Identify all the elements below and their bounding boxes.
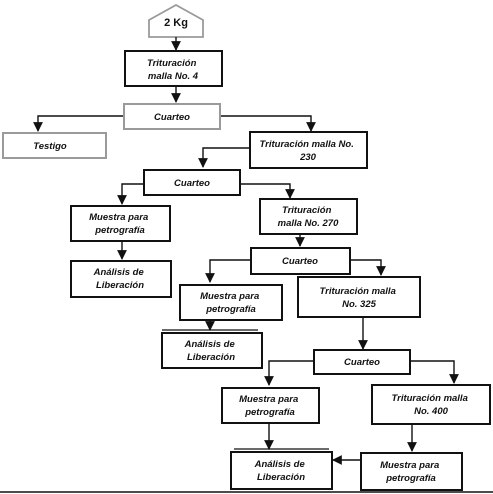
svg-text:Trituración malla No. 27: Trituración malla No. 270 <box>278 205 339 229</box>
node-trituracion-325: Trituración malla No. 325 <box>297 276 421 318</box>
svg-text:Análisis de Liberación: Análisis de Liberación <box>254 459 308 483</box>
svg-text:Muestra para petrografía: Muestra para petrografía <box>200 291 262 315</box>
svg-text:Cuarteo: Cuarteo <box>174 178 210 189</box>
node-label-line: Muestra para <box>89 212 148 223</box>
node-label-line: Cuarteo <box>174 178 210 189</box>
node-label-line: petrografía <box>205 304 256 315</box>
node-trituracion-400: Trituración malla No. 400 <box>371 384 491 425</box>
node-label-line: malla No. 270 <box>278 218 339 229</box>
node-label-line: Cuarteo <box>154 112 190 123</box>
arrow-cuarteo-2-to-muestra-1 <box>117 183 144 205</box>
start-node: 2 Kg <box>148 3 204 38</box>
node-analisis-1: Análisis de Liberación <box>70 260 172 298</box>
svg-text:Cuarteo: Cuarteo <box>154 112 190 123</box>
node-label-line: Muestra para <box>380 460 439 471</box>
node-trituracion-270: Trituración malla No. 270 <box>259 198 358 235</box>
node-cuarteo-3: Cuarteo <box>250 247 351 275</box>
svg-text:Muestra para petrografía: Muestra para petrografía <box>239 394 301 418</box>
arrow-trituracion-230-to-cuarteo-2 <box>198 147 250 168</box>
svg-text:Muestra para petrografía: Muestra para petrografía <box>380 460 442 484</box>
node-label-line: Cuarteo <box>282 256 318 267</box>
node-label-line: Testigo <box>33 141 67 152</box>
node-label-line: Trituración <box>147 58 197 69</box>
node-label-line: petrografía <box>94 225 145 236</box>
start-label: 2 Kg <box>164 17 188 29</box>
node-analisis-3: Análisis de Liberación <box>230 448 333 490</box>
node-analisis-2: Análisis de Liberación <box>161 329 263 369</box>
node-muestra-3: Muestra para petrografía <box>221 387 320 424</box>
node-label-line: Trituración <box>282 205 332 216</box>
node-label-line: Trituración malla <box>319 286 395 297</box>
svg-text:Trituración malla No. 4: Trituración malla No. 4 <box>147 58 199 82</box>
arrow-cuarteo-4-to-trituracion-400 <box>410 360 459 384</box>
svg-text:Testigo: Testigo <box>33 141 67 152</box>
node-label-line: petrografía <box>244 407 295 418</box>
arrow-cuarteo-3-to-muestra-2 <box>205 259 251 283</box>
node-label-line: Análisis de <box>254 459 306 470</box>
node-label-line: Muestra para <box>239 394 298 405</box>
node-label-line: Análisis de <box>93 267 145 278</box>
node-label-line: petrografía <box>385 473 436 484</box>
svg-text:Análisis de Liberación: Análisis de Liberación <box>93 267 147 291</box>
node-label-line: malla No. 4 <box>148 71 199 82</box>
arrow-cuarteo-1-to-trituracion-230 <box>220 115 316 132</box>
svg-text:Cuarteo: Cuarteo <box>282 256 318 267</box>
node-testigo: Testigo <box>2 132 107 159</box>
svg-text:Muestra para petrografía: Muestra para petrografía <box>89 212 151 236</box>
node-label-line: Liberación <box>96 280 144 291</box>
node-label-line: Análisis de <box>184 339 236 350</box>
node-trituracion-230: Trituración malla No. 230 <box>249 131 368 169</box>
connectors <box>33 37 459 465</box>
node-label-line: Muestra para <box>200 291 259 302</box>
arrow-cuarteo-2-to-trituracion-270 <box>240 183 295 199</box>
node-cuarteo-1: Cuarteo <box>123 103 221 130</box>
node-label-line: Liberación <box>257 472 305 483</box>
node-cuarteo-2: Cuarteo <box>143 169 241 196</box>
node-label-line: No. 400 <box>414 406 449 417</box>
svg-text:Trituración malla No. 40: Trituración malla No. 400 <box>391 393 470 417</box>
node-muestra-2: Muestra para petrografía <box>179 284 283 321</box>
node-label-line: Liberación <box>187 352 235 363</box>
svg-text:Trituración malla No. 23: Trituración malla No. 230 <box>260 139 357 163</box>
node-label-line: Trituración malla No. <box>260 139 354 150</box>
node-label-line: 230 <box>299 152 317 163</box>
svg-text:Análisis de Liberación: Análisis de Liberación <box>184 339 238 363</box>
svg-text:Cuarteo: Cuarteo <box>344 357 380 368</box>
arrow-cuarteo-4-to-muestra-3 <box>264 360 314 386</box>
arrow-cuarteo-3-to-trituracion-325 <box>350 259 386 276</box>
node-trituracion-4: Trituración malla No. 4 <box>124 50 223 87</box>
node-cuarteo-4: Cuarteo <box>313 349 411 375</box>
arrow-cuarteo-1-to-testigo <box>33 115 124 132</box>
node-muestra-4: Muestra para petrografía <box>360 452 463 491</box>
node-label-line: Cuarteo <box>344 357 380 368</box>
svg-text:Trituración malla No. 32: Trituración malla No. 325 <box>319 286 398 310</box>
node-label-line: Trituración malla <box>391 393 467 404</box>
node-muestra-1: Muestra para petrografía <box>70 205 171 242</box>
node-label-line: No. 325 <box>342 299 377 310</box>
